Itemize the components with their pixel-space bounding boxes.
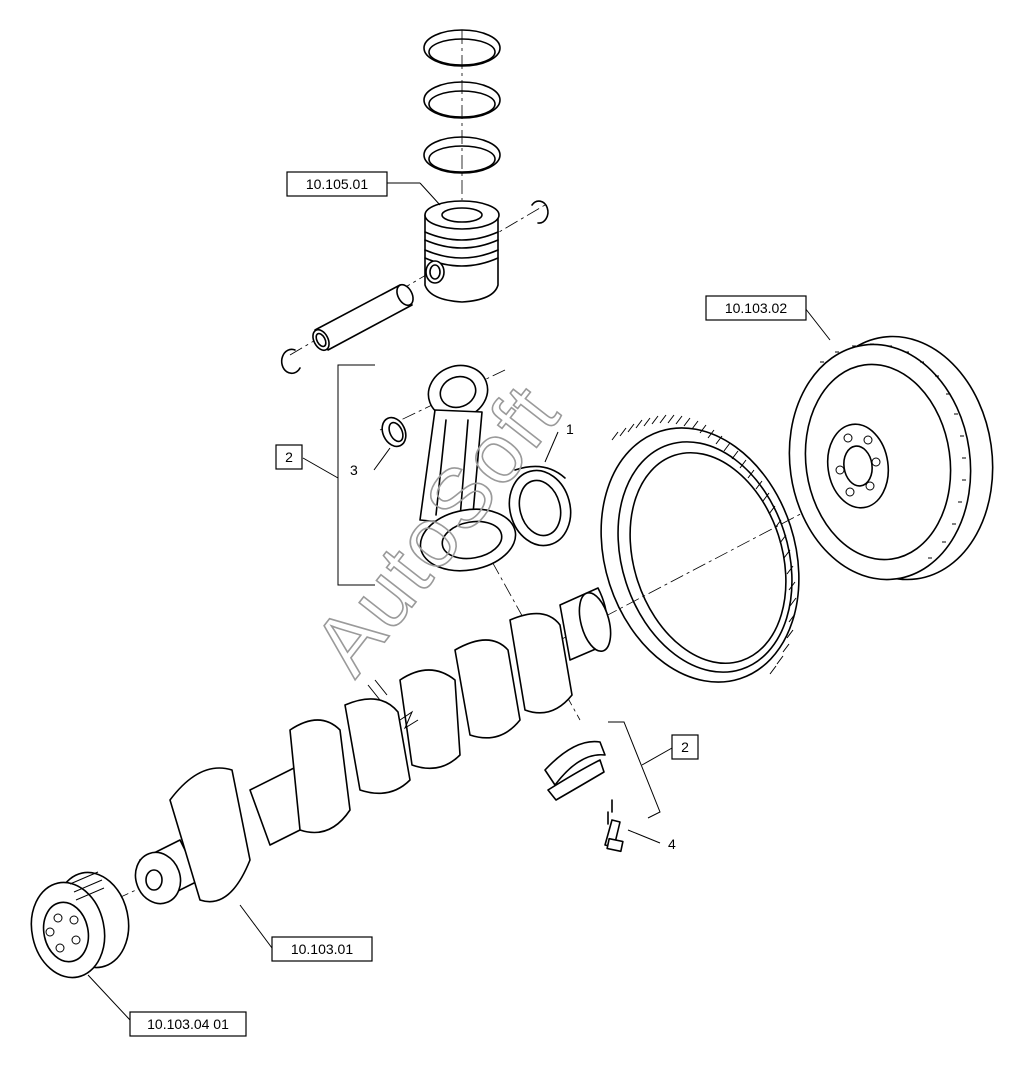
main-bearing-group-ref-label: 2 — [681, 739, 689, 755]
crankshaft — [134, 587, 612, 905]
flywheel-bolt-holes — [835, 433, 881, 497]
piston-ref-label: 10.105.01 — [306, 176, 368, 192]
crankshaft-ref-box[interactable]: 10.103.01 — [271, 936, 373, 962]
crank-pulley — [30, 871, 130, 979]
flywheel-ref-label: 10.103.02 — [725, 300, 787, 316]
flywheel-ref-box[interactable]: 10.103.02 — [705, 295, 807, 321]
piston-pin — [312, 283, 414, 352]
conrod-group-bracket — [302, 364, 375, 586]
conrod-group-ref-label: 2 — [285, 449, 293, 465]
pulley-ref-box[interactable]: 10.103.04 01 — [129, 1011, 247, 1037]
pulley-bolt-holes — [45, 913, 81, 953]
main-bearing-group-bracket — [608, 721, 673, 819]
bolt-icon — [604, 799, 624, 853]
item-number-4: 4 — [668, 836, 676, 852]
piston-ref-box[interactable]: 10.105.01 — [286, 171, 388, 197]
item-number-1: 1 — [566, 421, 574, 437]
main-bearing-group-ref-box[interactable]: 2 — [671, 734, 699, 760]
piston — [424, 200, 500, 303]
connecting-rod — [419, 364, 517, 572]
flywheel — [788, 335, 994, 581]
circlip-icon — [280, 200, 549, 375]
big-end-bearing — [508, 465, 572, 547]
small-end-bush — [381, 416, 407, 448]
crankshaft-ref-label: 10.103.01 — [291, 941, 353, 957]
item-number-3: 3 — [350, 462, 358, 478]
leader-lines — [87, 182, 831, 1021]
main-bearing — [544, 740, 606, 801]
ring-gear — [600, 414, 800, 683]
piston-rings — [423, 29, 501, 174]
pulley-ref-label: 10.103.04 01 — [147, 1016, 229, 1032]
conrod-group-ref-box[interactable]: 2 — [275, 444, 303, 470]
